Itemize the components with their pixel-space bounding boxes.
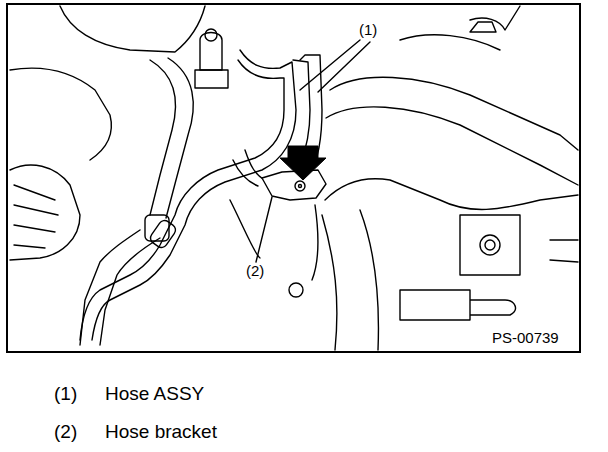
mount-bolt	[289, 283, 303, 297]
leader-line	[300, 40, 360, 90]
hose-connector	[200, 33, 222, 71]
leader-line	[318, 42, 370, 92]
pointer-arrow	[280, 146, 326, 180]
flange-bolt	[480, 235, 500, 255]
coolant-hose	[80, 230, 140, 345]
sensor-connector	[400, 290, 515, 320]
hose-connector	[205, 29, 217, 41]
legend-number: (2)	[52, 422, 79, 443]
intake-manifold	[330, 77, 578, 150]
hose-joint	[148, 218, 178, 250]
callout-number: (2)	[244, 263, 266, 280]
hose-connector	[195, 70, 228, 88]
bracket-bolt	[295, 181, 305, 191]
figure-frame	[7, 4, 580, 352]
intake-manifold	[360, 210, 378, 350]
hose-fitting	[233, 150, 265, 186]
intake-manifold	[322, 215, 337, 350]
hose-clip	[470, 22, 496, 32]
legend-number: (1)	[52, 384, 79, 405]
bracket-bolt	[299, 185, 302, 188]
coolant-hose	[100, 238, 160, 345]
engine-ribs	[14, 185, 58, 248]
engine-part	[10, 68, 111, 160]
callout-number: (1)	[357, 22, 379, 39]
pulley-housing	[10, 165, 80, 260]
hose-bracket	[262, 170, 326, 200]
engine-part	[60, 6, 205, 52]
coolant-hose	[166, 58, 193, 218]
intake-manifold	[326, 107, 578, 185]
manifold-flange	[460, 215, 520, 275]
part-name: Hose ASSY	[103, 384, 206, 405]
engine-part	[400, 6, 520, 50]
part-name: Hose bracket	[103, 422, 219, 443]
hose-assy	[80, 60, 284, 340]
hose-assy	[92, 50, 296, 340]
engine-body	[230, 200, 318, 280]
flange-bolt	[485, 240, 495, 250]
intake-manifold	[325, 179, 578, 210]
leader-line	[256, 197, 272, 262]
engine-part	[550, 240, 578, 262]
coolant-hose	[150, 60, 176, 215]
figure-code: PS-00739	[490, 330, 561, 347]
